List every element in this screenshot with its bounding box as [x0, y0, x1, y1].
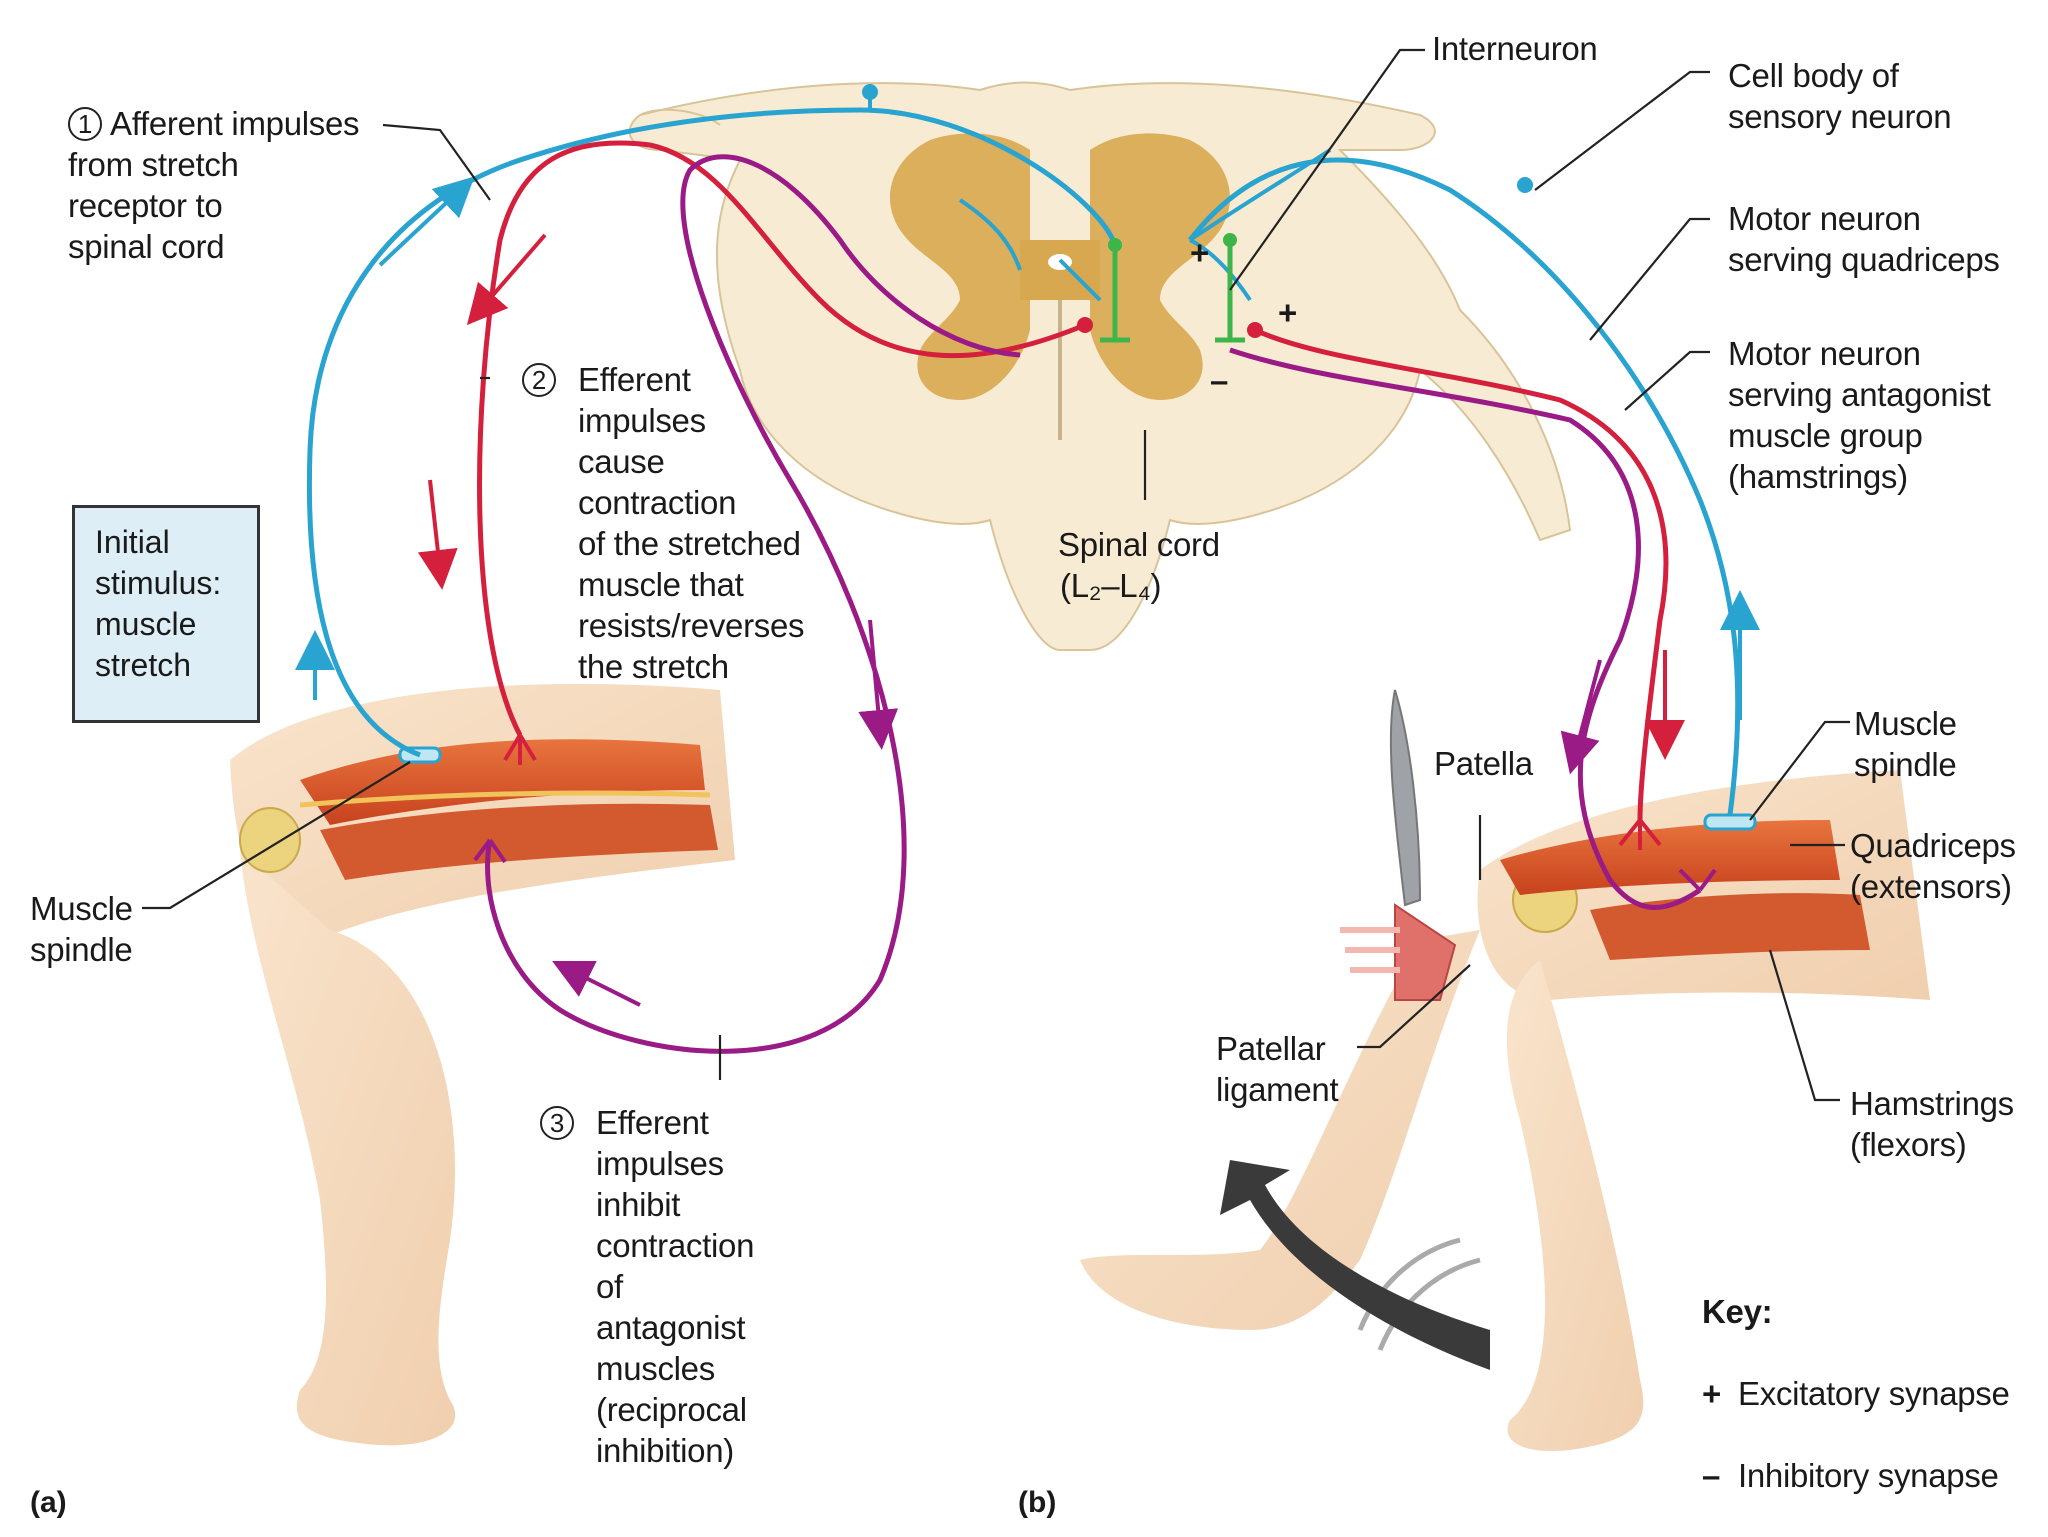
- cell-body-label: Cell body of sensory neuron: [1728, 57, 1952, 135]
- panel-b-label: (b): [1018, 1486, 1057, 1519]
- inhibitory-label: Inhibitory synapse: [1738, 1457, 1999, 1494]
- excitatory-label: Excitatory synapse: [1738, 1375, 2010, 1412]
- spinal-cord-label: Spinal cord: [1058, 526, 1220, 563]
- motor-neuron-a: [477, 140, 1086, 737]
- step-3-marker: 3: [540, 1106, 574, 1140]
- initial-stimulus-box: Initial stimulus: muscle stretch: [72, 505, 260, 723]
- step-2-marker: 2: [522, 363, 556, 397]
- excitatory-symbol: +: [1702, 1375, 1721, 1412]
- motor-quadriceps-label: Motor neuron serving quadriceps: [1728, 200, 2000, 278]
- patella-label: Patella: [1434, 745, 1533, 782]
- spinal-cord: [628, 81, 1572, 651]
- reflex-hammer: [1389, 689, 1422, 907]
- muscle-spindle-label-b: Muscle spindle: [1854, 705, 1957, 783]
- muscle-spindle-label-a: Muscle spindle: [30, 890, 133, 968]
- synapse-plus-mark-2: +: [1278, 294, 1297, 331]
- inhibitory-symbol: –: [1702, 1457, 1721, 1494]
- spinal-level-label: (L₂–L₄): [1060, 567, 1162, 604]
- hamstrings-label: Hamstrings (flexors): [1850, 1085, 2014, 1163]
- sensory-neuron-a: [306, 107, 1118, 758]
- sensory-neuron-b: [1188, 157, 1741, 816]
- leader-lines: [142, 48, 1850, 1102]
- panel-a-label: (a): [30, 1486, 67, 1519]
- synapse-minus-mark: –: [1210, 362, 1229, 399]
- step-1-marker: 1: [68, 107, 102, 141]
- patellar-ligament-label: Patellar ligament: [1216, 1030, 1339, 1108]
- hamstring-muscle-b: [1590, 893, 1870, 960]
- synapse-plus-mark-1: +: [1190, 234, 1209, 271]
- motor-antagonist-label: Motor neuron serving antagonist muscle g…: [1728, 335, 1991, 495]
- key-title: Key:: [1702, 1293, 1773, 1330]
- quadriceps-label: Quadriceps (extensors): [1850, 827, 2016, 905]
- interneuron-a: [1100, 245, 1130, 343]
- muscle-spindle-b: [1703, 813, 1757, 831]
- quadriceps-muscle-b: [1500, 820, 1840, 895]
- leg-a: [230, 683, 735, 1446]
- hamstring-muscle-a: [320, 803, 718, 880]
- interneuron-label: Interneuron: [1432, 30, 1598, 67]
- kick-arrow: [1220, 1160, 1490, 1370]
- inhibitory-path-b: [1229, 347, 1702, 910]
- legend-key: Key: + Excitatory synapse –Inhibitory syn…: [1702, 1250, 2010, 1537]
- inhibitory-path-a: [485, 154, 1021, 1054]
